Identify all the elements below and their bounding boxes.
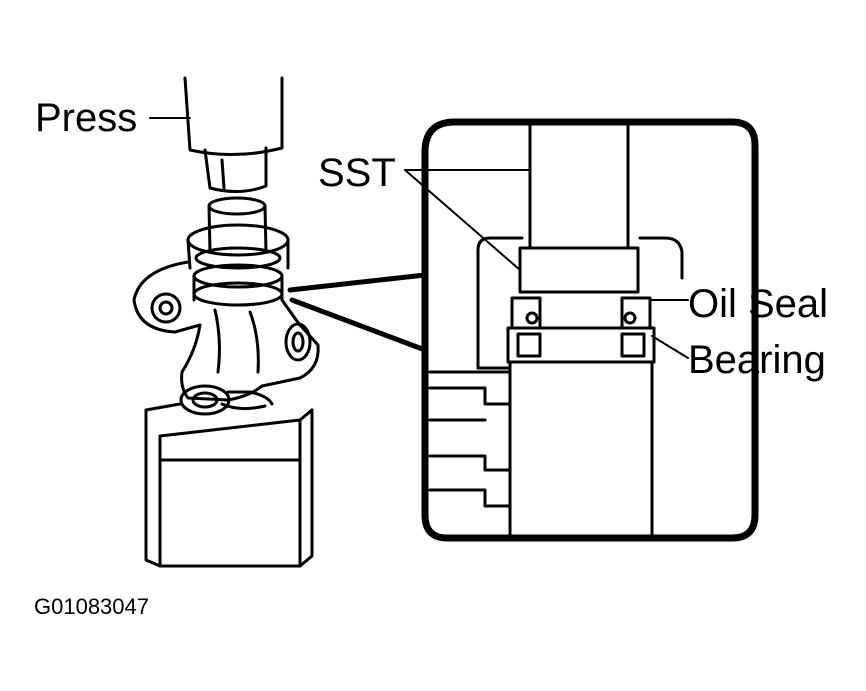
detail-sst-shaft bbox=[518, 124, 640, 294]
label-sst: SST bbox=[318, 151, 396, 195]
leader-lines bbox=[149, 117, 689, 359]
label-press: Press bbox=[35, 96, 137, 140]
leader-sst-a bbox=[404, 169, 521, 271]
label-bearing: Bearing bbox=[688, 338, 826, 382]
detail-bearing bbox=[506, 326, 656, 540]
gear-housing bbox=[132, 223, 320, 416]
press-ram bbox=[183, 76, 284, 193]
label-oil-seal: Oil Seal bbox=[688, 282, 828, 326]
detail-housing-outline bbox=[428, 236, 684, 508]
leader-bearing bbox=[651, 335, 689, 359]
figure-code: G01083047 bbox=[34, 594, 149, 619]
detail-inset-frame bbox=[421, 118, 759, 542]
support-block bbox=[144, 402, 314, 568]
detail-oil-seal bbox=[510, 296, 652, 330]
callout-pointer bbox=[287, 272, 428, 353]
